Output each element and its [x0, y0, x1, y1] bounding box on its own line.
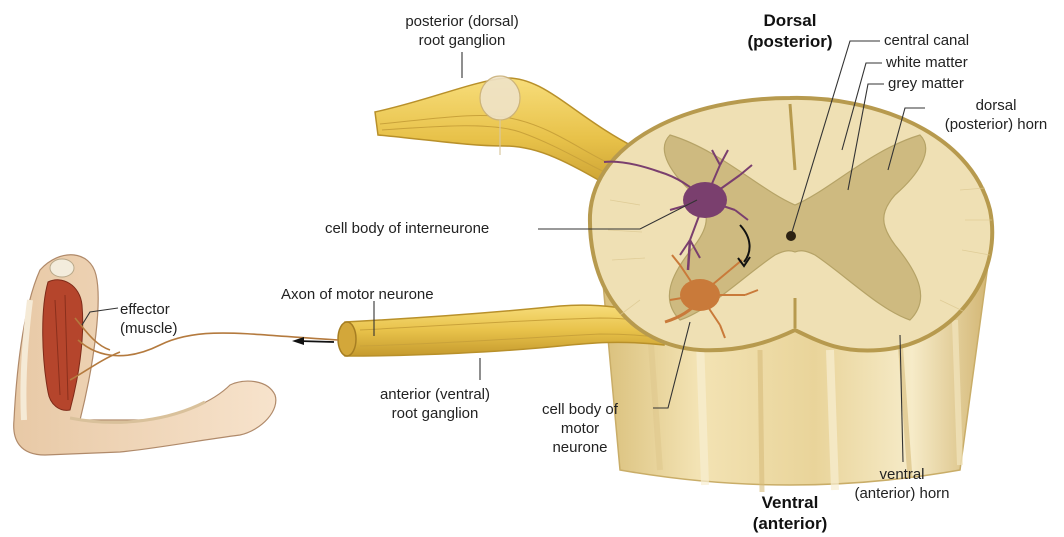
label-line: Dorsal — [725, 10, 855, 31]
label-line: ventral — [832, 465, 972, 484]
motor-nerve-fiber — [70, 318, 338, 380]
label-line: Ventral — [725, 492, 855, 513]
label-axon-motor: Axon of motor neurone — [281, 285, 434, 304]
label-line: (posterior) horn — [928, 115, 1064, 134]
label-dorsal-horn: dorsal (posterior) horn — [928, 96, 1064, 134]
label-line: root ganglion — [355, 404, 515, 423]
dorsal-root-ganglion-shape — [480, 76, 520, 120]
label-line: dorsal — [928, 96, 1064, 115]
label-line: (muscle) — [120, 319, 178, 338]
label-ventral: Ventral (anterior) — [725, 492, 855, 534]
ventral-root-cut-end — [338, 322, 356, 356]
label-motor-cell-body: cell body of motor neurone — [520, 400, 640, 457]
central-canal-shape — [786, 231, 796, 241]
label-effector: effector (muscle) — [120, 300, 178, 338]
label-line: posterior (dorsal) — [382, 12, 542, 31]
label-line: cell body of — [520, 400, 640, 419]
label-grey-matter: grey matter — [888, 74, 964, 93]
label-line: root ganglion — [382, 31, 542, 50]
label-interneurone: cell body of interneurone — [325, 219, 489, 238]
label-dorsal-root-ganglion: posterior (dorsal) root ganglion — [382, 12, 542, 50]
label-line: (posterior) — [725, 31, 855, 52]
label-line: neurone — [520, 438, 640, 457]
label-dorsal: Dorsal (posterior) — [725, 10, 855, 52]
label-line: (anterior) — [725, 513, 855, 534]
label-line: effector — [120, 300, 178, 319]
label-ventral-root-ganglion: anterior (ventral) root ganglion — [355, 385, 515, 423]
label-central-canal: central canal — [884, 31, 969, 50]
label-white-matter: white matter — [886, 53, 968, 72]
label-line: anterior (ventral) — [355, 385, 515, 404]
arm-illustration — [14, 255, 276, 455]
label-line: motor — [520, 419, 640, 438]
